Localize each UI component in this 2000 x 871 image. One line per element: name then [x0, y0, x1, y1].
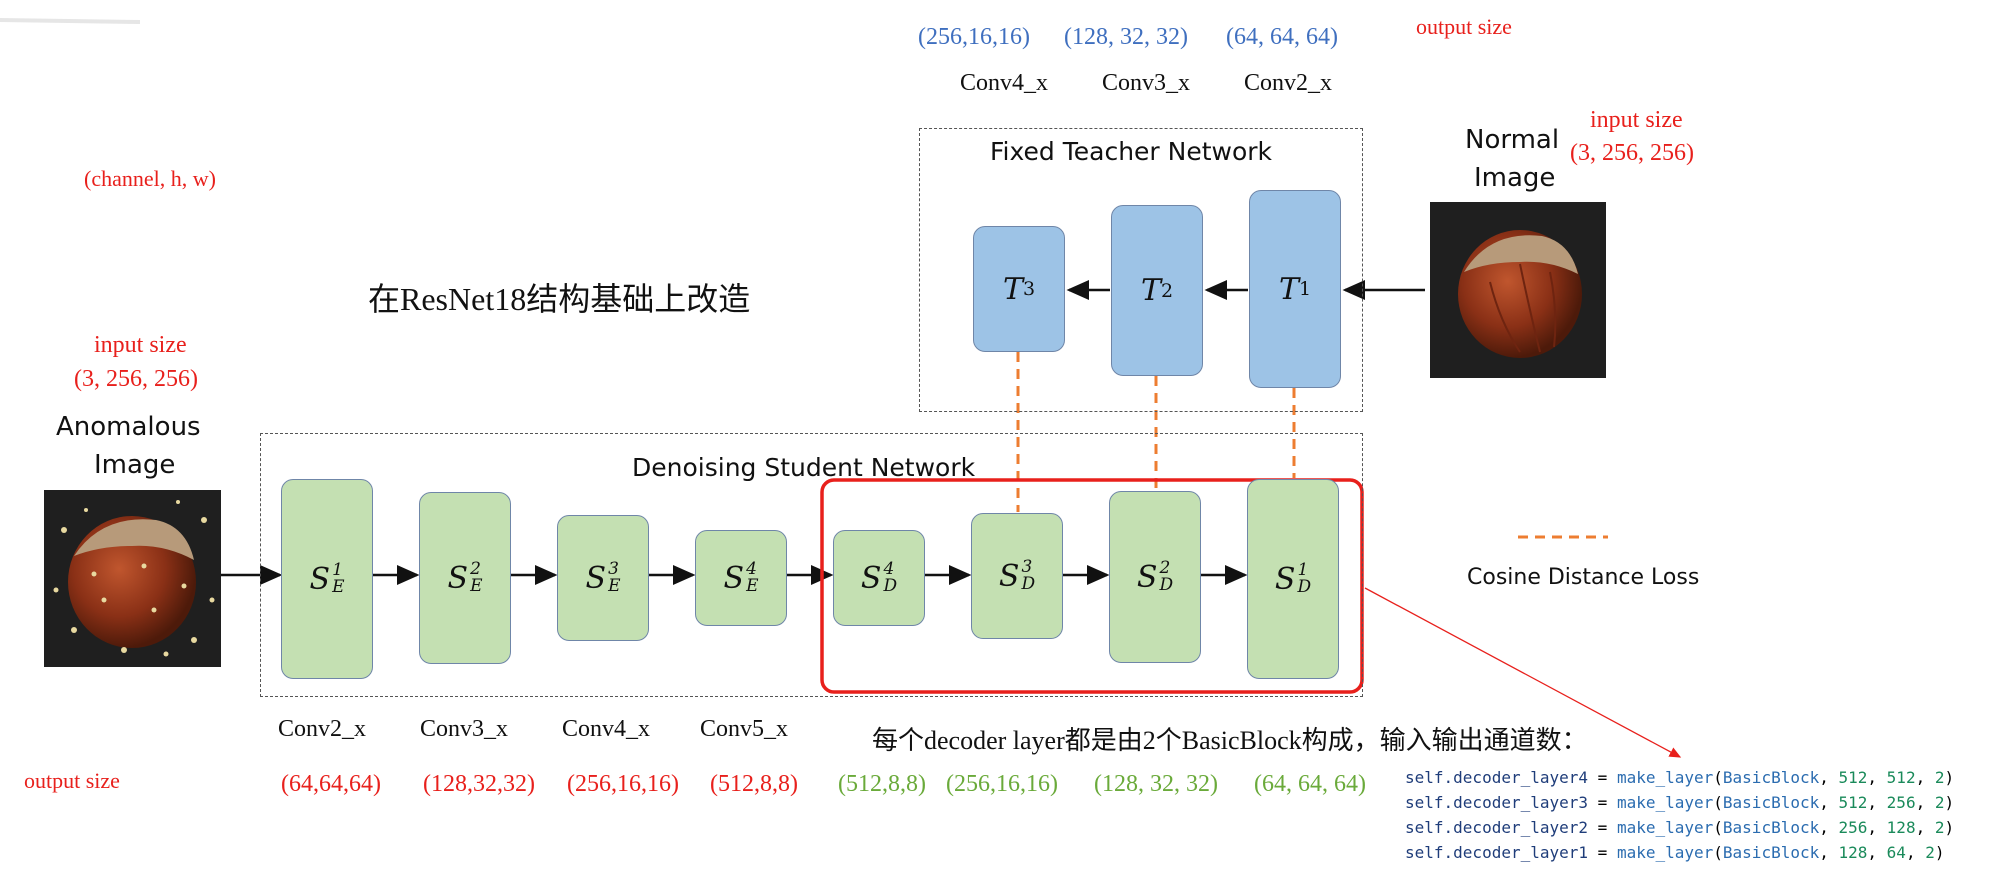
top-output-size-label: output size: [1416, 14, 1512, 39]
encoder-conv3-label: Conv3_x: [420, 716, 509, 742]
normal-image-label-1: Normal: [1465, 125, 1560, 155]
hazelnut-icon: [1458, 230, 1582, 358]
encoder-conv2-label: Conv2_x: [278, 716, 367, 742]
teacher-network-title: Fixed Teacher Network: [990, 137, 1273, 166]
channel-hw-note: (channel, h, w): [84, 166, 216, 191]
decoder-size-1: (64, 64, 64): [1254, 771, 1366, 797]
teacher-size-conv2: (64, 64, 64): [1226, 24, 1338, 50]
anomalous-input-size-value: (3, 256, 256): [74, 366, 198, 392]
teacher-conv2-label: Conv2_x: [1244, 70, 1333, 96]
corner-stroke: [0, 18, 141, 24]
code-line-layer1: self.decoder_layer1 = make_layer(BasicBl…: [1405, 843, 1945, 862]
legend-loss-label: Cosine Distance Loss: [1467, 565, 1700, 590]
encoder-conv5-label: Conv5_x: [700, 716, 789, 742]
encoder-size-3: (256,16,16): [567, 771, 679, 797]
code-line-layer2: self.decoder_layer2 = make_layer(BasicBl…: [1405, 818, 1955, 837]
noisy-hazelnut-icon: [53, 500, 215, 657]
student-network-title: Denoising Student Network: [632, 453, 976, 482]
code-line-layer4: self.decoder_layer4 = make_layer(BasicBl…: [1405, 768, 1955, 787]
anomalous-image-label-2: Image: [94, 450, 176, 480]
anomalous-image-label-1: Anomalous: [56, 412, 201, 442]
bottom-output-size-label: output size: [24, 768, 120, 793]
teacher-conv4-label: Conv4_x: [960, 70, 1049, 96]
normal-input-size-label: input size: [1590, 107, 1683, 133]
resnet-note: 在ResNet18结构基础上改造: [368, 281, 751, 317]
decoder-size-3: (256,16,16): [946, 771, 1058, 797]
encoder-conv4-label: Conv4_x: [562, 716, 651, 742]
encoder-size-2: (128,32,32): [423, 771, 535, 797]
normal-image: [1430, 202, 1606, 378]
teacher-conv3-label: Conv3_x: [1102, 70, 1191, 96]
code-line-layer3: self.decoder_layer3 = make_layer(BasicBl…: [1405, 793, 1955, 812]
normal-input-size-value: (3, 256, 256): [1570, 140, 1694, 166]
pointer-to-code: [1364, 587, 1682, 758]
anomalous-input-size-label: input size: [94, 332, 187, 358]
encoder-size-1: (64,64,64): [281, 771, 381, 797]
decoder-size-2: (128, 32, 32): [1094, 771, 1218, 797]
teacher-size-conv3: (128, 32, 32): [1064, 24, 1188, 50]
decoder-note: 每个decoder layer都是由2个BasicBlock构成，输入输出通道数…: [872, 726, 1588, 755]
teacher-network-box: [919, 128, 1363, 412]
encoder-size-4: (512,8,8): [710, 771, 798, 797]
anomalous-image: [44, 490, 221, 667]
normal-image-label-2: Image: [1474, 163, 1556, 193]
teacher-size-conv4: (256,16,16): [918, 24, 1030, 50]
decoder-size-4: (512,8,8): [838, 771, 926, 797]
student-network-box: [260, 433, 1363, 697]
